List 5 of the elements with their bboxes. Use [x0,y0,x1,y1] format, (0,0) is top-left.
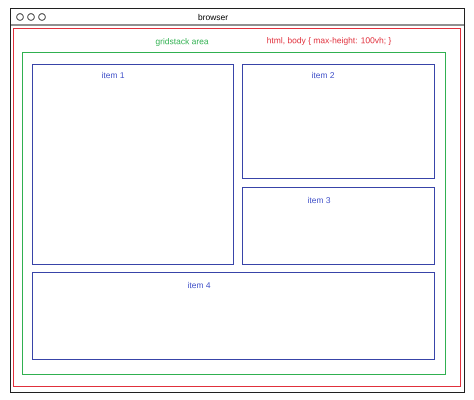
grid-item-box: item 3 [242,187,435,265]
grid-item-box: item 4 [32,272,435,360]
grid-item-box: item 2 [242,64,435,179]
grid-item-box: item 1 [32,64,234,265]
node-label: gridstack area [156,38,209,46]
